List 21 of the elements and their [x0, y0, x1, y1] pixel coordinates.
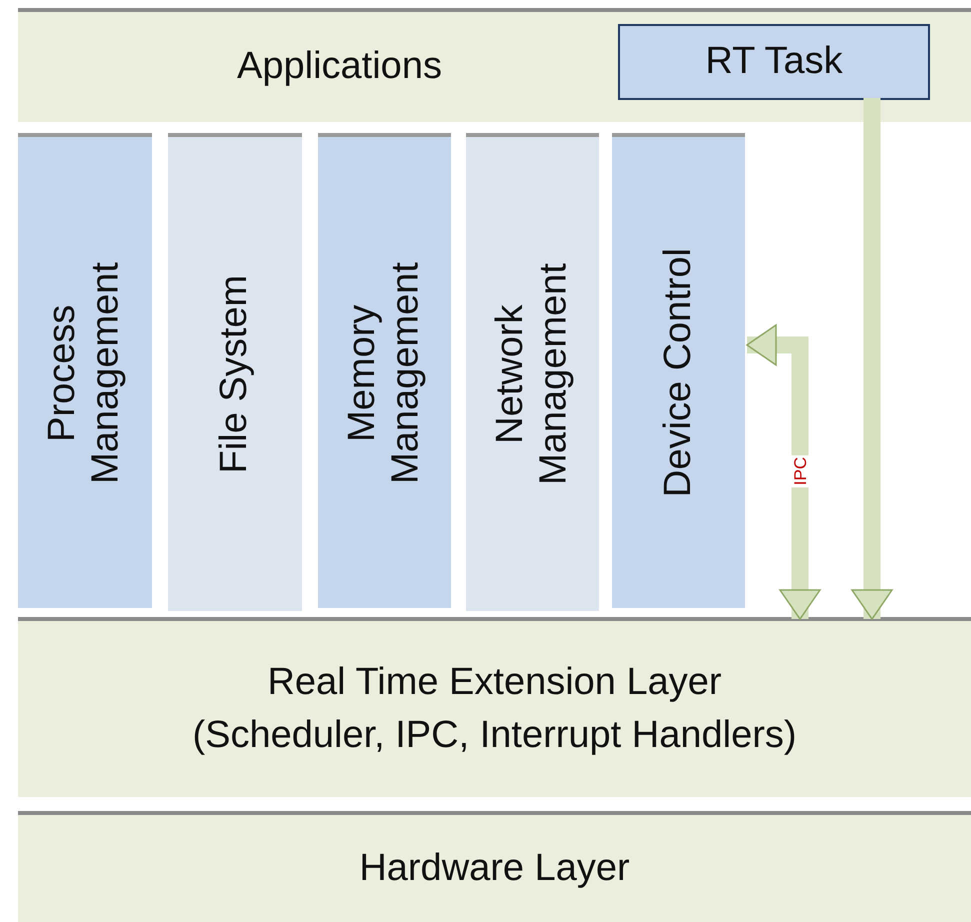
task-box	[618, 24, 930, 100]
layer-band	[18, 8, 971, 122]
module-label: File System	[213, 274, 256, 474]
layer-label: Real Time Extension Layer (Scheduler, IPC, Interrupt Handlers)	[191, 660, 798, 758]
arrow	[851, 98, 893, 620]
module-column	[18, 133, 152, 608]
layer-label: Applications	[237, 44, 442, 90]
module-label: Network Management	[488, 262, 576, 487]
task-label: RT Task	[705, 39, 843, 84]
edge-label: IPC	[791, 455, 811, 488]
arrow	[746, 324, 821, 620]
layer-band	[18, 617, 971, 797]
module-column	[318, 133, 451, 608]
module-column	[612, 133, 745, 608]
module-column	[466, 133, 599, 611]
layer-band	[18, 811, 971, 922]
layer-label: Hardware Layer	[359, 846, 630, 891]
module-label: Device Control	[656, 248, 700, 498]
module-label: Memory Management	[340, 260, 428, 486]
module-label: Process Management	[41, 260, 128, 486]
module-column	[168, 133, 302, 611]
